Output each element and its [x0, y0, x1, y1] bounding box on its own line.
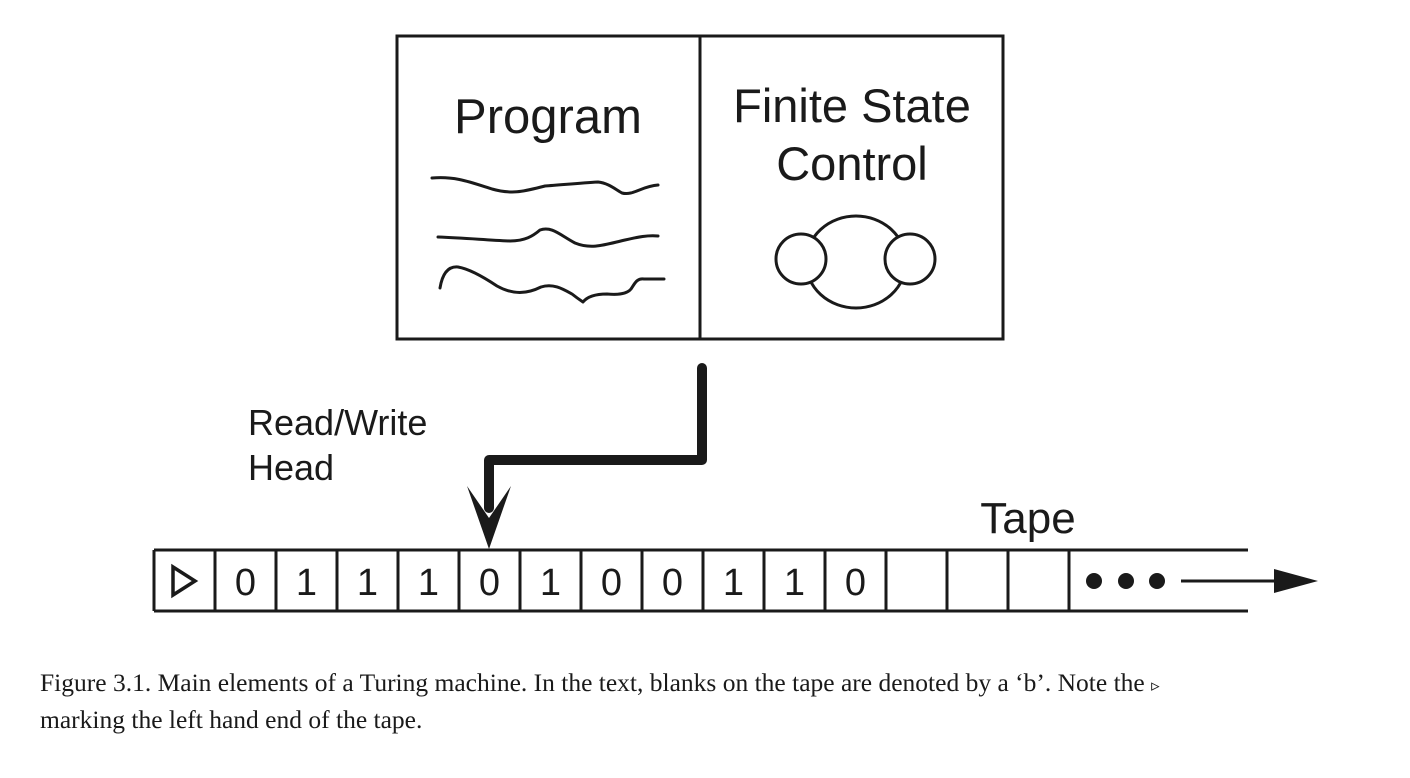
- tape-continuation: [1086, 569, 1318, 593]
- program-scribble-3: [438, 265, 666, 304]
- ellipsis-dot-icon: [1149, 573, 1165, 589]
- tape-cell-symbol: 0: [235, 562, 256, 604]
- tape-continues-arrowhead-icon: [1274, 569, 1318, 593]
- program-scribble-2: [436, 227, 660, 248]
- tape-label: Tape: [980, 494, 1075, 543]
- ellipsis-dot-icon: [1118, 573, 1134, 589]
- state-graph-left-node: [774, 232, 828, 286]
- finite-state-control-panel: Finite State Control: [733, 79, 971, 310]
- left-end-marker-symbol: ▹: [1151, 676, 1160, 696]
- head-connector-line: [484, 363, 707, 513]
- machine-box: [395, 34, 1005, 341]
- caption-text-before: Figure 3.1. Main elements of a Turing ma…: [40, 668, 1145, 697]
- ellipsis-dot-icon: [1086, 573, 1102, 589]
- tape-cell-symbol: 0: [662, 562, 683, 604]
- fsc-label-line1: Finite State: [733, 79, 971, 132]
- tape-cell-symbol: 1: [357, 562, 378, 604]
- program-label: Program: [454, 90, 642, 144]
- head-label-line2: Head: [248, 447, 334, 488]
- left-end-marker-icon: [171, 563, 199, 599]
- program-panel: Program: [430, 90, 666, 304]
- head-arrow-icon: [467, 486, 511, 549]
- state-graph-right-node: [883, 232, 937, 286]
- tape-cell-symbol: 1: [296, 562, 317, 604]
- head-label-line1: Read/Write: [248, 402, 427, 443]
- tape-cell-symbol: 1: [723, 562, 744, 604]
- program-scribbles: [430, 176, 666, 304]
- read-write-head: Read/Write Head: [248, 363, 707, 549]
- figure-caption: Figure 3.1. Main elements of a Turing ma…: [40, 666, 1400, 737]
- caption-text-after: marking the left hand end of the tape.: [40, 705, 423, 734]
- tape-cell-symbol: 1: [418, 562, 439, 604]
- tape-cell-symbol: 0: [845, 562, 866, 604]
- tape-cell-symbol: 1: [784, 562, 805, 604]
- tape-cell-symbol: 0: [601, 562, 622, 604]
- fsc-label-line2: Control: [776, 137, 928, 190]
- program-scribble-1: [430, 176, 660, 196]
- state-graph-icon: [774, 214, 937, 310]
- tape-cell-symbol: 1: [540, 562, 561, 604]
- tape-cell-symbol: 0: [479, 562, 500, 604]
